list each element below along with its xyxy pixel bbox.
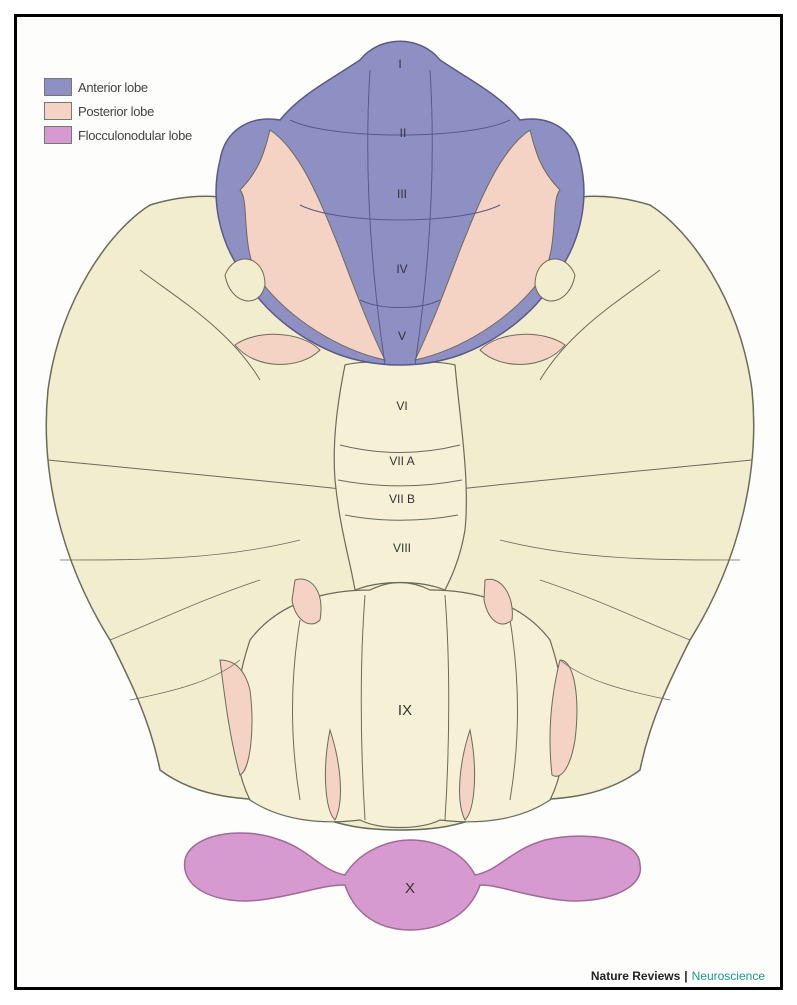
lobule-x-label: X xyxy=(405,880,415,897)
lobule-vi-label: VI xyxy=(396,399,407,413)
lobule-ii-label: II xyxy=(400,126,407,140)
legend-swatch-anterior xyxy=(44,78,72,96)
lobule-v-label: V xyxy=(398,329,406,343)
vermis-posterior xyxy=(334,361,466,590)
credit-journal: Nature Reviews xyxy=(591,969,680,983)
lobule-viia-label: VII A xyxy=(389,454,414,468)
legend-item-anterior: Anterior lobe xyxy=(44,76,148,98)
legend-swatch-posterior xyxy=(44,102,72,120)
lobule-viib-label: VII B xyxy=(389,492,415,506)
credit-separator: | xyxy=(684,969,687,983)
legend: Anterior lobe Posterior lobe Flocculonod… xyxy=(44,72,224,158)
lobule-ix-label: IX xyxy=(398,702,412,719)
legend-swatch-flocculonodular xyxy=(44,126,72,144)
legend-item-flocculonodular: Flocculonodular lobe xyxy=(44,124,192,146)
lobule-iii-label: III xyxy=(397,187,407,201)
lobule-viii-label: VIII xyxy=(393,541,411,555)
legend-label-flocculonodular: Flocculonodular lobe xyxy=(78,128,192,143)
lobule-iv-label: IV xyxy=(396,262,407,276)
legend-label-anterior: Anterior lobe xyxy=(78,80,148,95)
figure-credit: Nature Reviews | Neuroscience xyxy=(591,969,765,983)
legend-label-posterior: Posterior lobe xyxy=(78,104,154,119)
credit-section: Neuroscience xyxy=(692,969,765,983)
legend-item-posterior: Posterior lobe xyxy=(44,100,154,122)
lobule-i-label: I xyxy=(398,57,401,71)
